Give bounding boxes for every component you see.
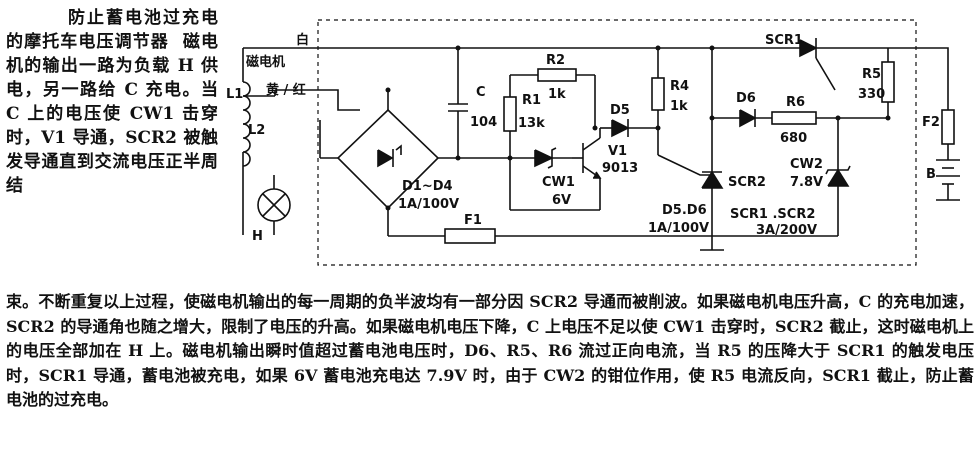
label-r4: R4 xyxy=(670,79,689,94)
label-l1: L1 xyxy=(226,87,243,102)
intro-title: 防止蓄电池过充电的摩托车电压调节器 xyxy=(6,8,218,52)
diode-d5 xyxy=(611,119,630,138)
label-r4-val: 1k xyxy=(670,99,688,114)
label-d5d6: D5.D6 xyxy=(662,203,707,218)
label-d1d4-val: 1A/100V xyxy=(398,197,459,212)
label-d1d4: D1~D4 xyxy=(402,179,453,194)
coil-l2 xyxy=(242,123,251,167)
label-cw1: CW1 xyxy=(542,175,575,190)
label-magneto: 磁电机 xyxy=(246,54,285,70)
coil-l1 xyxy=(242,81,251,125)
resistor-r6 xyxy=(771,111,817,125)
label-v1: V1 xyxy=(608,144,627,159)
label-yellow-red: 黄 / 红 xyxy=(266,82,306,98)
label-r1: R1 xyxy=(522,93,541,108)
label-scr1: SCR1 xyxy=(765,33,803,48)
resistor-r4 xyxy=(651,77,665,111)
wire-top-right xyxy=(838,47,949,110)
label-scr2: SCR2 xyxy=(728,175,766,190)
label-r2-val: 1k xyxy=(548,87,566,102)
label-l2: L2 xyxy=(248,123,265,138)
label-r2: R2 xyxy=(546,53,565,68)
label-cw1-val: 6V xyxy=(552,193,571,208)
label-h: H xyxy=(252,229,263,244)
label-c: C xyxy=(476,85,486,100)
label-d5d6-val: 1A/100V xyxy=(648,221,709,236)
circuit-diagram: 白 磁电机 黄 / 红 L1 L2 H C 104 R1 13k R2 1k D… xyxy=(226,19,960,266)
label-c-val: 104 xyxy=(470,115,497,130)
intro-paragraph: 防止蓄电池过充电的摩托车电压调节器 磁电机的输出一路为负载 H 供电，另一路给 … xyxy=(6,6,218,198)
fuse-f1 xyxy=(444,228,496,244)
label-b: B xyxy=(926,167,936,182)
resistor-r1 xyxy=(503,96,517,132)
label-d5: D5 xyxy=(610,103,630,118)
intro-text: 磁电机的输出一路为负载 H 供电，另一路给 C 充电。当 C 上的电压使 CW1… xyxy=(6,32,219,196)
scr1-symbol xyxy=(799,38,838,91)
label-f1: F1 xyxy=(464,213,482,228)
label-r6-val: 680 xyxy=(780,131,807,146)
label-r1-val: 13k xyxy=(518,116,545,131)
label-scr12: SCR1 .SCR2 xyxy=(730,207,815,222)
label-r6: R6 xyxy=(786,95,805,110)
diode-d6 xyxy=(739,109,757,128)
resistor-r2 xyxy=(537,68,577,82)
fuse-f2 xyxy=(941,109,955,145)
label-white: 白 xyxy=(296,32,309,48)
label-cw2-val: 7.8V xyxy=(790,175,823,190)
label-d6: D6 xyxy=(736,91,756,106)
label-f2: F2 xyxy=(922,115,940,130)
label-cw2: CW2 xyxy=(790,157,823,172)
zener-cw1 xyxy=(534,149,554,168)
label-r5: R5 xyxy=(862,67,881,82)
label-scr12-val: 3A/200V xyxy=(756,223,817,238)
zener-cw2 xyxy=(827,168,850,187)
label-v1-val: 9013 xyxy=(602,161,638,176)
body-paragraph: 束。不断重复以上过程，使磁电机输出的每一周期的负半波均有一部分因 SCR2 导通… xyxy=(6,292,974,409)
label-r5-val: 330 xyxy=(858,87,885,102)
enclosure-box xyxy=(317,19,917,266)
